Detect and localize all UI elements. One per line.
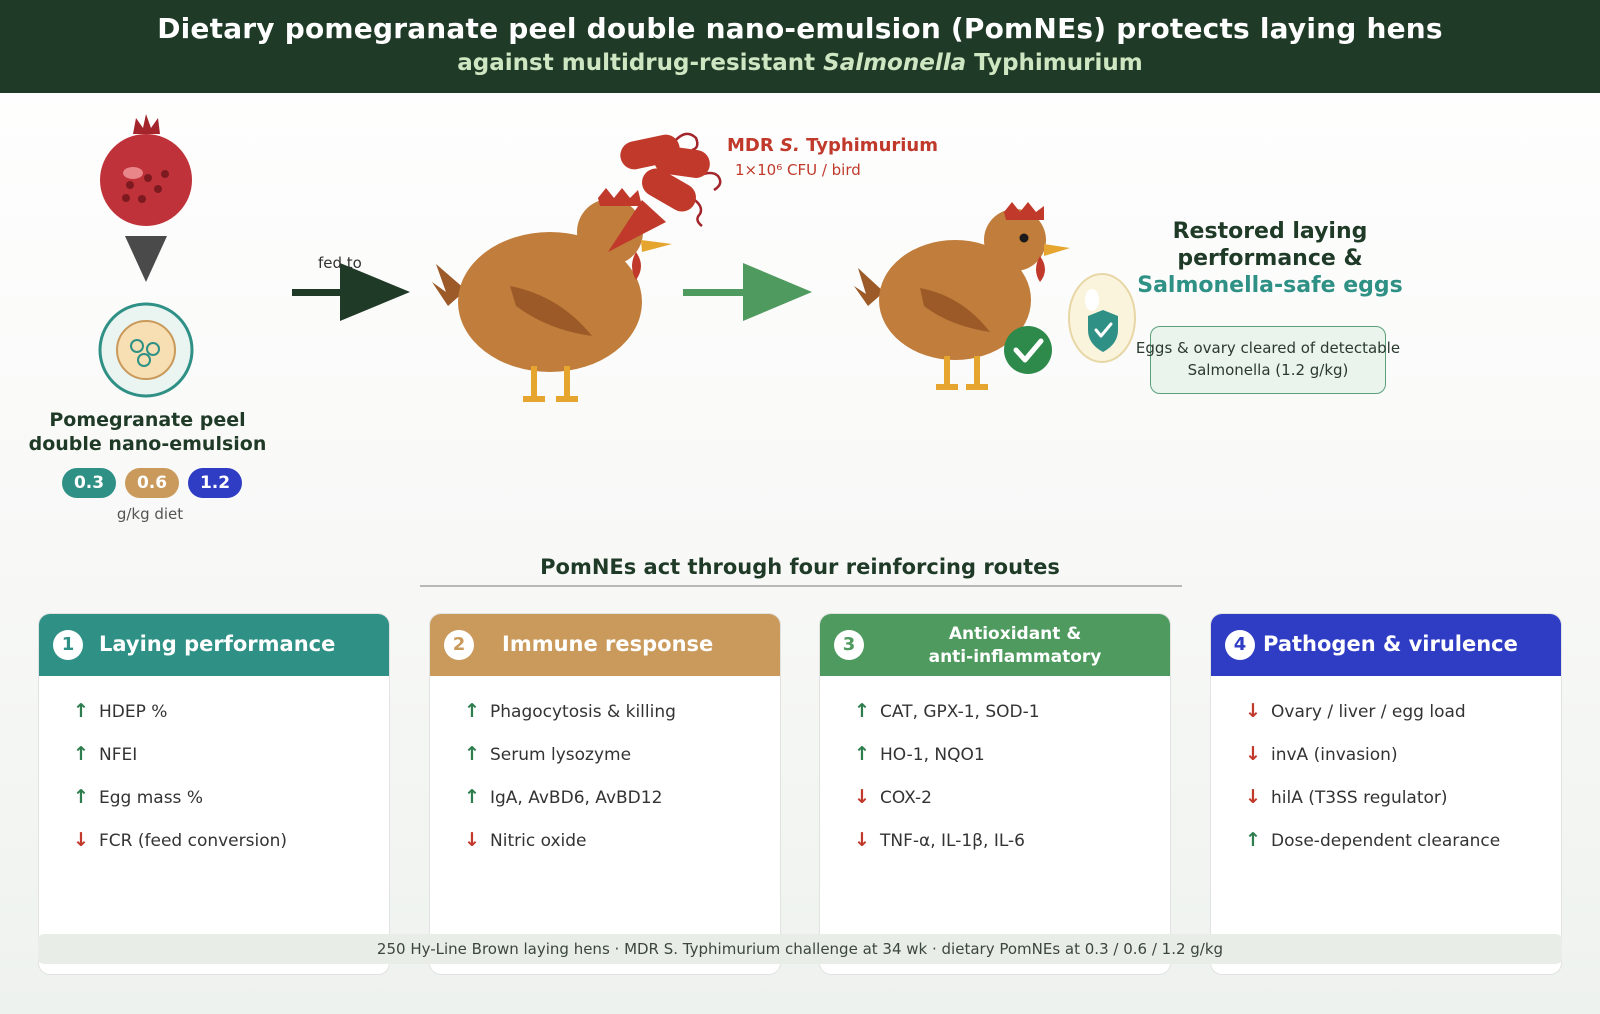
- outcome-line2: performance &: [1177, 246, 1363, 271]
- arrow-up-icon: ↑: [854, 743, 870, 765]
- card-header: 2 Immune response: [430, 614, 780, 676]
- card-number: 2: [444, 630, 474, 660]
- pomegranate-icon: [100, 114, 192, 226]
- card-number: 4: [1225, 630, 1255, 660]
- card-header: 3 Antioxidant & anti-inflammatory: [820, 614, 1170, 676]
- card-pathogen-virulence: 4 Pathogen & virulence ↓Ovary / liver / …: [1210, 613, 1562, 975]
- checkmark-icon: [1004, 326, 1052, 374]
- list-item: ↑CAT, GPX-1, SOD-1: [854, 700, 1040, 722]
- arrow-up-icon: ↑: [464, 700, 480, 722]
- arrow-down-icon: ↓: [854, 829, 870, 851]
- list-item: ↑HO-1, NQO1: [854, 743, 985, 765]
- card-laying-performance: 1 Laying performance ↑HDEP % ↑NFEI ↑Egg …: [38, 613, 390, 975]
- list-item: ↑Phagocytosis & killing: [464, 700, 676, 722]
- outcome-heading: Restored laying performance & Salmonella…: [1120, 218, 1420, 299]
- dose-badge-low: 0.3: [62, 468, 116, 498]
- arrow-up-icon: ↑: [73, 700, 89, 722]
- peel-label-line2: double nano-emulsion: [28, 433, 267, 455]
- card-immune-response: 2 Immune response ↑Phagocytosis & killin…: [429, 613, 781, 975]
- page-subtitle: against multidrug-resistant Salmonella T…: [457, 50, 1143, 76]
- list-item: ↑Egg mass %: [73, 786, 203, 808]
- list-item: ↓Ovary / liver / egg load: [1245, 700, 1466, 722]
- bacteria-icon: [620, 132, 722, 227]
- arrow-down-icon: ↓: [1245, 743, 1261, 765]
- arrow-up-icon: ↑: [854, 700, 870, 722]
- nano-emulsion-icon: [98, 302, 194, 398]
- pathogen-dose: 1×10⁶ CFU / bird: [735, 161, 861, 179]
- outcome-note-box: [1150, 326, 1386, 394]
- header-banner: Dietary pomegranate peel double nano-emu…: [0, 0, 1600, 93]
- funnel-icon: [125, 236, 167, 282]
- outcome-line3: Salmonella-safe eggs: [1137, 273, 1403, 298]
- list-item: ↓Nitric oxide: [464, 829, 587, 851]
- card-title: Laying performance: [99, 632, 336, 656]
- infected-hen-icon: [432, 188, 672, 402]
- card-title: Antioxidant & anti-inflammatory: [928, 624, 1102, 667]
- card-header: 4 Pathogen & virulence: [1211, 614, 1561, 676]
- card-number: 3: [834, 630, 864, 660]
- card-number: 1: [53, 630, 83, 660]
- dose-unit: g/kg diet: [116, 505, 184, 523]
- card-title: Immune response: [502, 632, 714, 656]
- healthy-hen-icon: [854, 202, 1070, 390]
- card-header: 1 Laying performance: [39, 614, 389, 676]
- list-item: ↑IgA, AvBD6, AvBD12: [464, 786, 663, 808]
- arrow-up-icon: ↑: [464, 743, 480, 765]
- arrow-down-icon: ↓: [1245, 786, 1261, 808]
- dose-badges: 0.3 0.6 1.2: [62, 468, 242, 498]
- peel-label-line1: Pomegranate peel: [49, 409, 246, 431]
- arrow-down-icon: ↓: [1245, 700, 1261, 722]
- study-footnote: 250 Hy-Line Brown laying hens · MDR S. T…: [38, 934, 1562, 964]
- list-item: ↑Serum lysozyme: [464, 743, 632, 765]
- fed-to-label: fed to: [318, 254, 362, 272]
- card-title: Pathogen & virulence: [1263, 632, 1518, 656]
- egg-shield-icon: [1068, 273, 1136, 363]
- arrow-down-icon: ↓: [73, 829, 89, 851]
- page-title: Dietary pomegranate peel double nano-emu…: [157, 12, 1443, 45]
- arrow-feed-icon: [292, 263, 410, 321]
- arrow-up-icon: ↑: [73, 786, 89, 808]
- outcome-note: Eggs & ovary cleared of detectable Salmo…: [1135, 339, 1401, 379]
- list-item: ↑HDEP %: [73, 700, 168, 722]
- arrow-up-icon: ↑: [1245, 829, 1261, 851]
- list-item: ↓COX-2: [854, 786, 932, 808]
- arrow-up-icon: ↑: [464, 786, 480, 808]
- routes-title: PomNEs act through four reinforcing rout…: [540, 555, 1060, 579]
- outcome-line1: Restored laying: [1172, 219, 1368, 244]
- dose-badge-mid: 0.6: [125, 468, 179, 498]
- arrow-down-icon: ↓: [854, 786, 870, 808]
- illustration: [98, 114, 1136, 402]
- list-item: ↑NFEI: [73, 743, 138, 765]
- arrow-outcome-icon: [683, 263, 812, 321]
- list-item: ↑Dose-dependent clearance: [1245, 829, 1501, 851]
- pathogen-name: MDR S. Typhimurium: [727, 135, 938, 156]
- list-item: ↓FCR (feed conversion): [73, 829, 288, 851]
- arrow-up-icon: ↑: [73, 743, 89, 765]
- card-antioxidant: 3 Antioxidant & anti-inflammatory ↑CAT, …: [819, 613, 1171, 975]
- arrow-down-icon: ↓: [464, 829, 480, 851]
- list-item: ↓hilA (T3SS regulator): [1245, 786, 1448, 808]
- list-item: ↓invA (invasion): [1245, 743, 1398, 765]
- routes-divider: [420, 585, 1182, 587]
- list-item: ↓TNF-α, IL-1β, IL-6: [854, 829, 1025, 851]
- dose-badge-high: 1.2: [188, 468, 242, 498]
- peel-label: Pomegranate peel double nano-emulsion: [20, 408, 275, 456]
